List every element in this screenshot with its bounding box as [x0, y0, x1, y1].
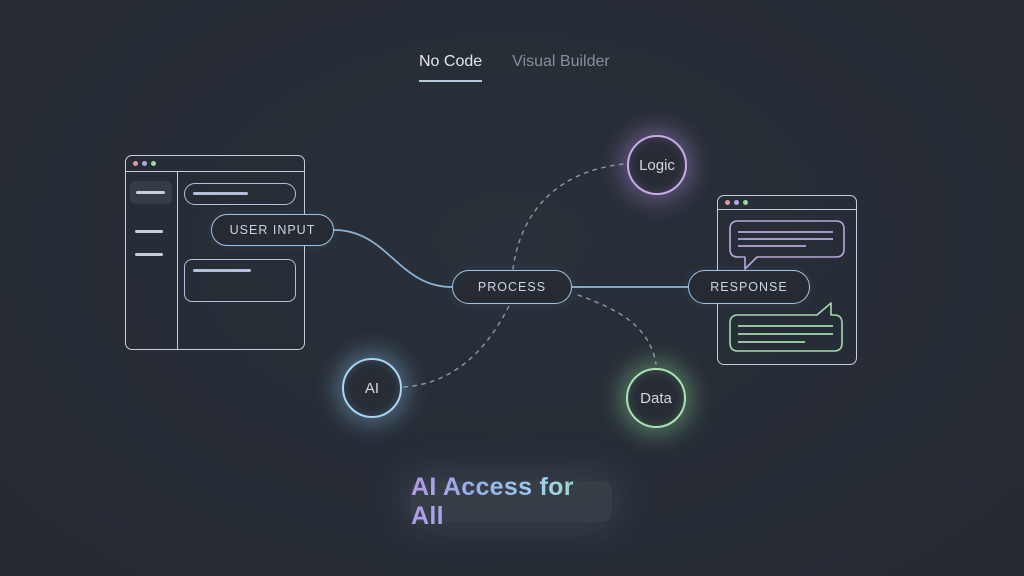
node-process-label: PROCESS: [477, 280, 547, 294]
traffic-light-green-icon: [151, 161, 156, 166]
node-data-label: Data: [640, 389, 672, 407]
node-logic: Logic: [627, 135, 687, 195]
node-process: PROCESS: [452, 270, 572, 304]
chat-bubble-incoming: [729, 302, 843, 352]
window-sidebar: [126, 172, 178, 349]
traffic-light-red-icon: [133, 161, 138, 166]
connector-ai-process-dashed: [403, 305, 510, 388]
tagline-banner: AI Access for All: [411, 473, 612, 530]
content-text-line: [193, 269, 251, 272]
window-titlebar: [126, 156, 304, 172]
node-user-input: USER INPUT: [211, 214, 334, 246]
sidebar-item-line: [135, 253, 163, 256]
connector-userinput-process: [333, 229, 453, 288]
input-app-window: [125, 155, 305, 350]
chat-bubble-outgoing: [729, 220, 845, 270]
traffic-light-red-icon: [725, 200, 730, 205]
traffic-light-purple-icon: [142, 161, 147, 166]
tagline-text: AI Access for All: [411, 473, 612, 531]
content-card-placeholder: [184, 259, 296, 302]
node-response-label: RESPONSE: [710, 280, 788, 294]
node-data: Data: [626, 368, 686, 428]
sidebar-active-item: [130, 181, 172, 204]
sidebar-item-line: [136, 191, 165, 194]
input-text-line: [193, 192, 248, 195]
node-user-input-label: USER INPUT: [229, 223, 316, 237]
connector-process-logic-dashed: [512, 163, 625, 270]
tab-visual-builder[interactable]: Visual Builder: [512, 53, 610, 70]
traffic-light-purple-icon: [734, 200, 739, 205]
node-logic-label: Logic: [639, 156, 675, 174]
tab-no-code[interactable]: No Code: [419, 52, 483, 82]
window-titlebar: [718, 196, 856, 210]
text-input-placeholder: [184, 183, 296, 205]
traffic-light-green-icon: [743, 200, 748, 205]
connector-process-data-dashed: [577, 294, 657, 365]
mode-tabs: No Code Visual Builder: [419, 52, 610, 82]
node-response: RESPONSE: [688, 270, 810, 304]
node-ai: AI: [342, 358, 402, 418]
sidebar-item-line: [135, 230, 163, 233]
node-ai-label: AI: [364, 379, 380, 397]
